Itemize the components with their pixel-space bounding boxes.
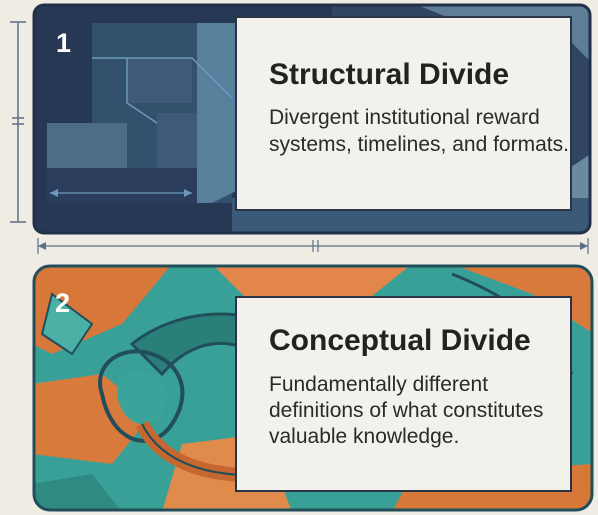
structural-divide-card: Structural Divide Divergent institutiona… <box>235 16 572 211</box>
conceptual-divide-panel: 2 Conceptual Divide Fundamentally differ… <box>32 264 594 512</box>
card-description: Fundamentally different definitions of w… <box>269 373 544 448</box>
card-description: Divergent institutional reward systems, … <box>269 106 569 156</box>
card-title: Structural Divide <box>269 58 510 91</box>
vertical-dimension-line <box>10 21 26 223</box>
panel-number-1: 1 <box>56 28 72 58</box>
horizontal-dimension-line <box>37 238 589 254</box>
conceptual-divide-card: Conceptual Divide Fundamentally differen… <box>235 296 572 492</box>
panel-number-2: 2 <box>55 288 71 318</box>
card-title: Conceptual Divide <box>269 324 531 357</box>
structural-divide-panel: 1 Structural Divide Divergent institutio… <box>32 3 592 235</box>
